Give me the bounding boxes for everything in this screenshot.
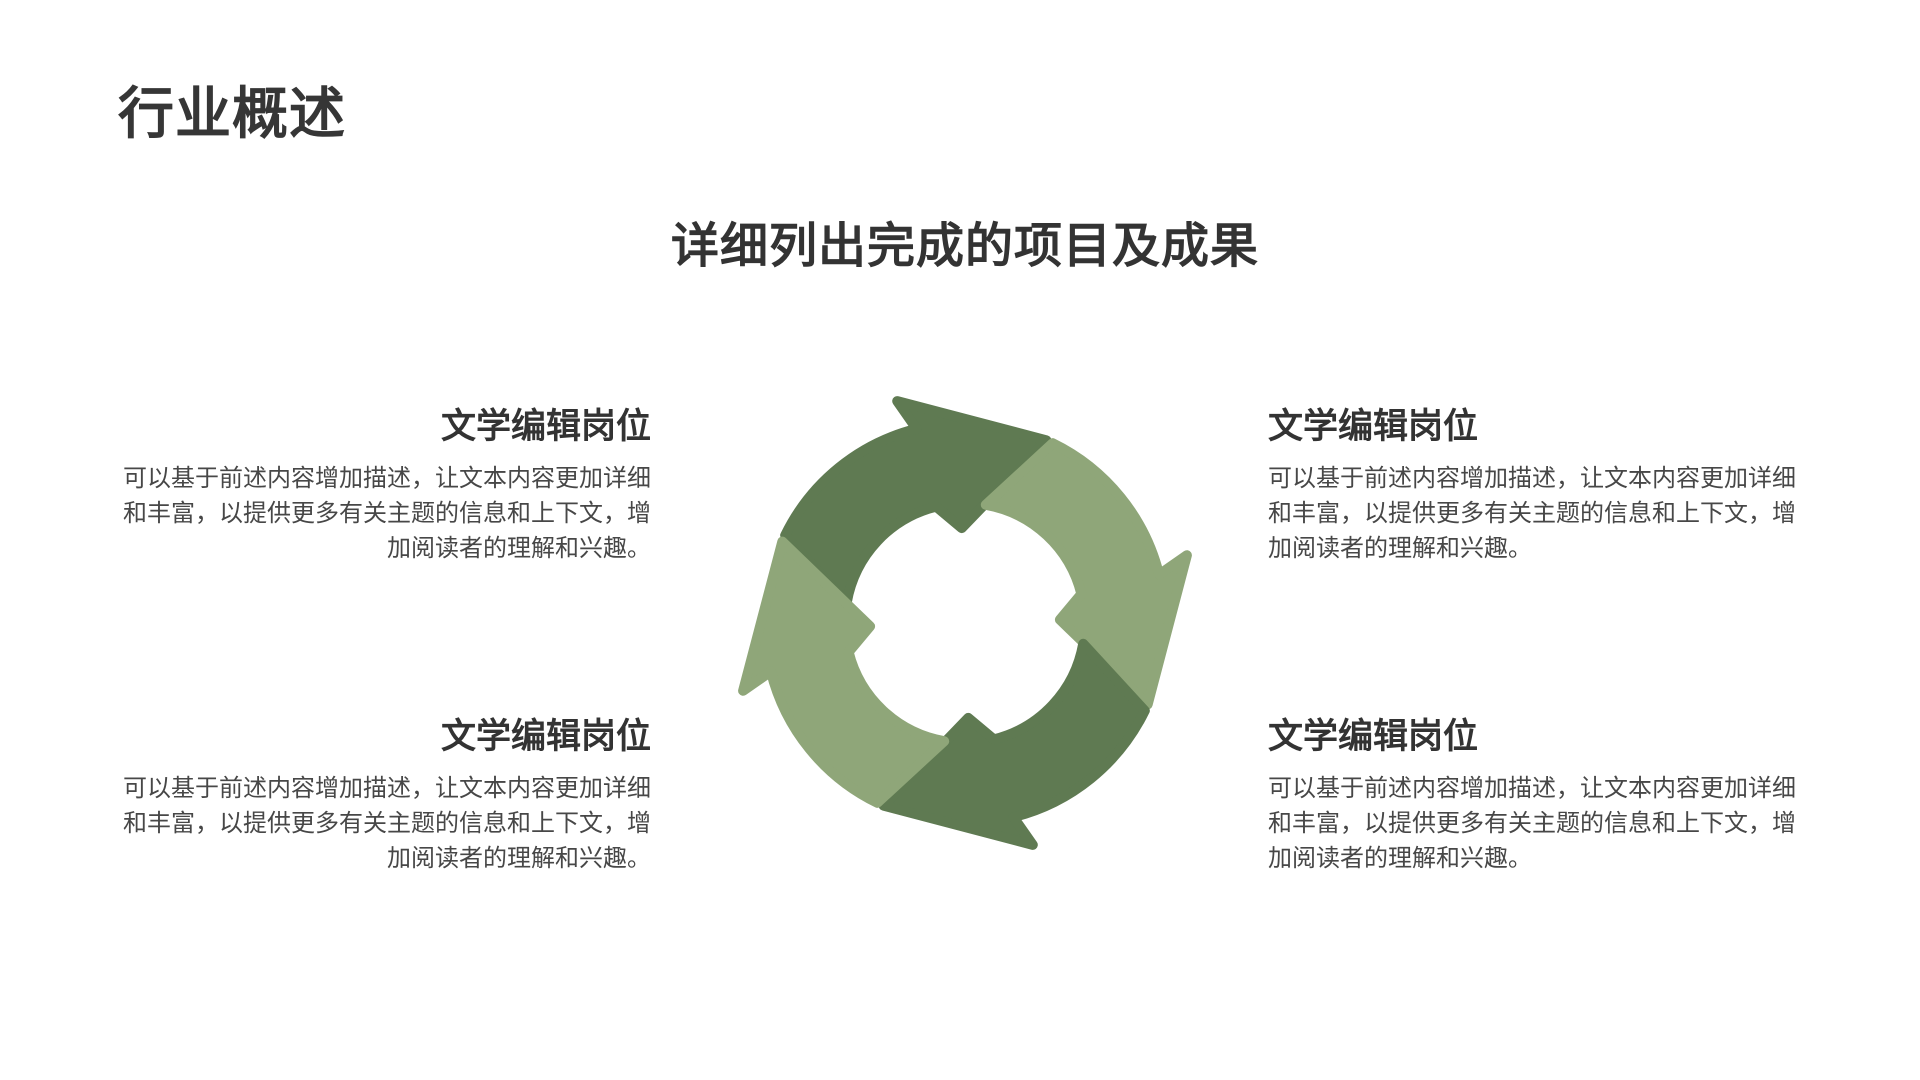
block-body: 可以基于前述内容增加描述，让文本内容更加详细和丰富，以提供更多有关主题的信息和上… — [1268, 775, 1796, 872]
block-heading: 文学编辑岗位 — [1268, 407, 1479, 446]
block-heading: 文学编辑岗位 — [1268, 717, 1479, 756]
block-body: 可以基于前述内容增加描述，让文本内容更加详细和丰富，以提供更多有关主题的信息和上… — [1268, 465, 1796, 562]
block-heading: 文学编辑岗位 — [440, 407, 651, 446]
text-block-bottom-right: 文学编辑岗位 可以基于前述内容增加描述，让文本内容更加详细和丰富，以提供更多有关… — [1268, 715, 1801, 876]
slide-subtitle: 详细列出完成的项目及成果 — [670, 220, 1259, 273]
block-heading: 文学编辑岗位 — [440, 717, 651, 756]
block-body: 可以基于前述内容增加描述，让文本内容更加详细和丰富，以提供更多有关主题的信息和上… — [123, 775, 651, 872]
block-body: 可以基于前述内容增加描述，让文本内容更加详细和丰富，以提供更多有关主题的信息和上… — [123, 465, 651, 562]
text-block-top-left: 文学编辑岗位 可以基于前述内容增加描述，让文本内容更加详细和丰富，以提供更多有关… — [118, 405, 651, 566]
cycle-arrows-diagram — [720, 378, 1210, 868]
page-title: 行业概述 — [118, 82, 346, 145]
text-block-top-right: 文学编辑岗位 可以基于前述内容增加描述，让文本内容更加详细和丰富，以提供更多有关… — [1268, 405, 1801, 566]
text-block-bottom-left: 文学编辑岗位 可以基于前述内容增加描述，让文本内容更加详细和丰富，以提供更多有关… — [118, 715, 651, 876]
